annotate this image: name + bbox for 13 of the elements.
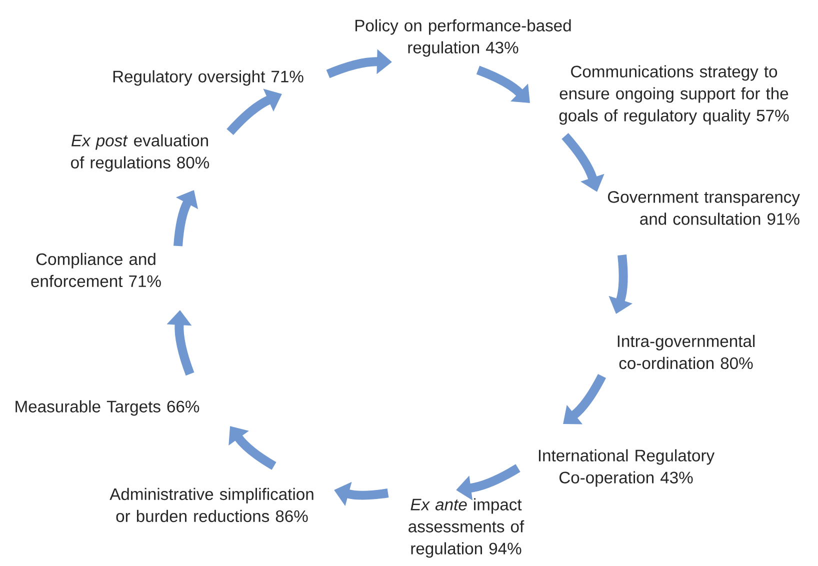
label-text: Ex ante impact assessments of regulation 94% (408, 498, 524, 558)
label-text: Communications strategy to ensure ongoing support for the goals of regulatory quality 57% (559, 65, 789, 125)
label-text: Policy on performance-based regulation 43% (356, 19, 571, 57)
arrow (563, 374, 606, 424)
arrow (476, 66, 530, 103)
label-text: International Regulatory Co-operation 43% (538, 449, 715, 487)
label-text: Ex post evaluation of regulations 80% (71, 134, 210, 172)
label-text: Measurable Targets 66% (16, 400, 200, 416)
label-text: Government transparency and consultation 91% (608, 191, 800, 225)
label-text: Compliance and enforcement 71% (31, 252, 161, 288)
label-text: Intra-governmental co-ordination 80% (618, 334, 755, 370)
label-text: Regulatory oversight 71% (113, 70, 304, 86)
label-text: Administrative simplification or burden reductions 86% (110, 488, 314, 522)
